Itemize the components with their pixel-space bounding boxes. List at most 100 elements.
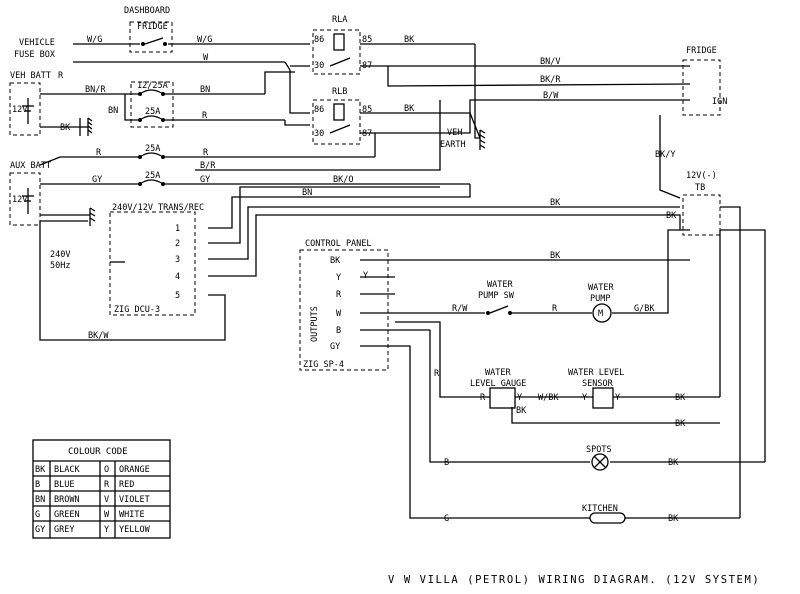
- wire-label: BK: [516, 406, 527, 416]
- wire-label: BK/W: [88, 331, 109, 341]
- relay-pins: 86 85 30 87 86 85 30 87: [314, 35, 372, 139]
- fridge-switch-label: FRIDGE: [137, 22, 168, 32]
- control-panel-label: CONTROL PANEL: [305, 239, 372, 249]
- dashboard-label: DASHBOARD: [124, 6, 170, 16]
- wire-label: BK: [404, 104, 415, 114]
- wire-label: BK: [404, 35, 415, 45]
- rla-pin-86: 86: [314, 35, 324, 45]
- wire-label: R: [58, 71, 64, 81]
- wire-label: R: [96, 148, 102, 158]
- wire-label: B/R: [200, 161, 216, 171]
- wire-label: R/W: [452, 304, 468, 314]
- fuse-25a-label-1: 25A: [145, 107, 160, 117]
- tb-label: TB: [695, 183, 705, 193]
- diagram-title: V W VILLA (PETROL) WIRING DIAGRAM. (12V …: [388, 574, 760, 586]
- wire-label: W/BK: [538, 393, 559, 403]
- vehicle-fuse-box-label-2: FUSE BOX: [14, 50, 56, 60]
- wire-label: W/G: [197, 35, 212, 45]
- terminal-5: 5: [175, 291, 180, 301]
- wire-label: R: [434, 369, 440, 379]
- water-pump-label-1: WATER: [588, 283, 614, 293]
- fuse-25a-label-2: 25A: [145, 144, 160, 154]
- rlb-pin-87: 87: [362, 129, 372, 139]
- wire-label: BK: [675, 393, 686, 403]
- wire-label: BK: [550, 198, 561, 208]
- terminal-2: 2: [175, 239, 180, 249]
- colour-code-cell: BK: [35, 465, 46, 475]
- zig-dcu-label: ZIG DCU-3: [114, 305, 160, 315]
- wire-label: GY: [92, 175, 102, 185]
- colour-code-table: COLOUR CODE BK BLACK O ORANGE B BLUE R R…: [32, 439, 171, 539]
- panel-row-r: R: [336, 290, 342, 300]
- water-pump-sw-label-1: WATER: [487, 280, 513, 290]
- colour-code-cell: VIOLET: [119, 495, 150, 505]
- panel-row-b: B: [336, 326, 341, 336]
- wire-label: GY: [200, 175, 210, 185]
- fridge-box: [682, 59, 721, 116]
- colour-code-cell: BLACK: [54, 465, 80, 475]
- aux-batt-label: AUX BATT: [10, 161, 51, 171]
- wire-label: BK/R: [540, 75, 561, 85]
- water-pump-label-2: PUMP: [590, 294, 610, 304]
- colour-code-cell: WHITE: [119, 510, 145, 520]
- wire-label: Y: [615, 393, 620, 403]
- rlb-pin-85: 85: [362, 105, 372, 115]
- level-gauge-label-2: LEVEL GAUGE: [470, 379, 526, 389]
- wire-label: BK: [668, 514, 679, 524]
- wire-label: BK: [666, 211, 677, 221]
- tb-voltage-label: 12V(-): [686, 171, 717, 181]
- control-panel-rows: BK Y R W B GY: [330, 256, 342, 352]
- wire-label: R: [480, 393, 486, 403]
- colour-code-cell: Y: [104, 525, 109, 535]
- fridge-label: FRIDGE: [686, 46, 717, 56]
- wire-label: G/BK: [634, 304, 655, 314]
- fuse-12-25a-label: 12/25A: [137, 81, 168, 91]
- rlb-label: RLB: [332, 87, 347, 97]
- wire-label: B/W: [543, 91, 559, 101]
- terminal-1: 1: [175, 224, 180, 234]
- veh-earth-label-2: EARTH: [440, 140, 466, 150]
- mains-label-1: 240V: [50, 250, 70, 260]
- wire-label: R: [203, 148, 209, 158]
- wire-label: Y: [582, 393, 587, 403]
- fridge-switch-box: [129, 21, 173, 53]
- wire-label: BK/Y: [655, 150, 675, 160]
- trans-rec-box: [109, 211, 196, 316]
- colour-code-cell: YELLOW: [119, 525, 151, 535]
- aux-batt-box: [9, 172, 41, 226]
- veh-earth-label-1: VEH: [447, 128, 462, 138]
- wire-label: G: [444, 514, 449, 524]
- panel-row-gy: GY: [330, 342, 340, 352]
- wire-label: W: [203, 53, 209, 63]
- wire-label: BN/R: [85, 85, 106, 95]
- symbols: [22, 33, 626, 524]
- level-sensor-body: [592, 387, 614, 409]
- panel-row-bk: BK: [330, 256, 341, 266]
- wire-label: R: [552, 304, 558, 314]
- wire-label: Y: [517, 393, 522, 403]
- zig-sp-label: ZIG SP-4: [303, 360, 344, 370]
- wire-label: BK/O: [333, 175, 353, 185]
- water-pump-sw-label-2: PUMP SW: [478, 291, 515, 301]
- colour-code-cell: BN: [35, 495, 45, 505]
- colour-code-cell: G: [35, 510, 40, 520]
- colour-code-cell: R: [104, 480, 110, 490]
- spots-label: SPOTS: [586, 445, 612, 455]
- rlb-pin-86: 86: [314, 105, 324, 115]
- colour-code-cell: B: [35, 480, 40, 490]
- level-gauge-body: [489, 387, 516, 409]
- terminal-3: 3: [175, 255, 180, 265]
- terminal-4: 4: [175, 272, 180, 282]
- vehicle-fuse-box-label-1: VEHICLE: [19, 38, 55, 48]
- rla-pin-30: 30: [314, 61, 324, 71]
- wire-label: Y: [363, 271, 368, 281]
- fuse-block-box: [130, 81, 174, 128]
- colour-code-cell: W: [104, 510, 110, 520]
- panel-row-y: Y: [336, 273, 341, 283]
- colour-code-cell: GREEN: [54, 510, 80, 520]
- colour-code-cell: V: [104, 495, 109, 505]
- wire-label: BK: [60, 123, 71, 133]
- tb-box: [682, 194, 721, 236]
- colour-code-cell: ORANGE: [119, 465, 150, 475]
